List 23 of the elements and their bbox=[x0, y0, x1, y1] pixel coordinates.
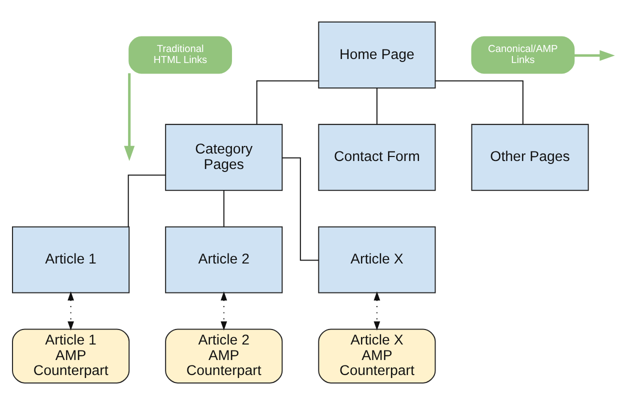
connector bbox=[282, 157, 319, 261]
node-box: Article 2 AMP Counterpart bbox=[165, 328, 283, 384]
arrow bbox=[220, 291, 228, 330]
node-box: Traditional HTML Links bbox=[128, 36, 232, 74]
node-box: Article X bbox=[318, 226, 436, 294]
node-box: Contact Form bbox=[318, 124, 436, 191]
connector bbox=[376, 88, 378, 124]
node-box: Article X AMP Counterpart bbox=[318, 328, 436, 384]
connector bbox=[223, 190, 224, 227]
arrow bbox=[574, 50, 615, 61]
node-box: Other Pages bbox=[471, 124, 589, 191]
connector bbox=[435, 80, 524, 124]
node-box: Category Pages bbox=[165, 124, 283, 191]
connector bbox=[256, 80, 319, 124]
node-box: Home Page bbox=[318, 22, 436, 88]
connector bbox=[128, 174, 166, 227]
node-box: Article 1 bbox=[12, 226, 130, 294]
node-box: Article 2 bbox=[165, 226, 283, 294]
node-box: Canonical/AMP Links bbox=[471, 36, 575, 74]
arrow bbox=[374, 291, 380, 330]
arrow bbox=[124, 73, 135, 162]
arrow bbox=[68, 291, 74, 330]
node-box: Article 1 AMP Counterpart bbox=[12, 328, 130, 384]
